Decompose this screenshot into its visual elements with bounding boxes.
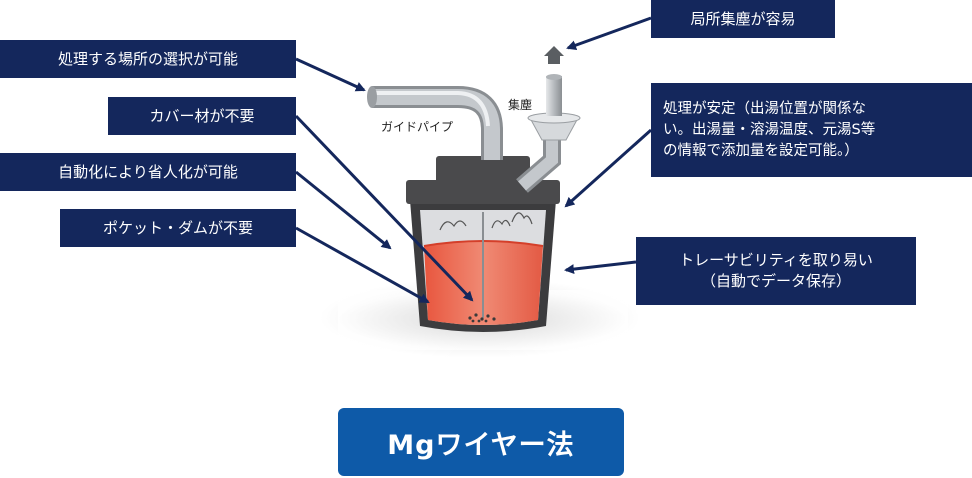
callout-text: 処理する場所の選択が可能 [57,49,238,68]
callout-text: ポケット・ダムが不要 [102,218,253,237]
callout-traceability: トレーサビリティを取り易い （自動でデータ保存） [636,237,916,305]
callout-dust: 局所集塵が容易 [651,0,835,38]
callout-text-line: （自動でデータ保存） [700,272,851,290]
dust-collector-label: 集塵 [508,97,532,112]
callout-no-pocket: ポケット・ダムが不要 [60,209,296,247]
callout-text: カバー材が不要 [149,106,255,125]
callout-text-line: トレーサビリティを取り易い [679,251,873,269]
fume-lines [439,212,533,231]
callout-text-line: い。出湯量・溶湯温度、元湯S等 [663,121,876,138]
guide-pipe-label: ガイドパイプ [381,120,453,134]
callout-text: 局所集塵が容易 [690,9,796,28]
guide-pipe [367,86,503,160]
callout-text-line: 処理が安定（出湯位置が関係な [663,100,866,117]
callout-stable: 処理が安定（出湯位置が関係な い。出湯量・溶湯温度、元湯S等 の情報で添加量を設… [651,83,972,177]
ladle-lid-top [436,156,530,184]
reaction-particles [468,313,496,323]
callout-automation: 自動化により省人化が可能 [0,153,296,191]
callout-text: 自動化により省人化が可能 [58,162,238,181]
ladle-lid [406,180,560,204]
callout-text-line: の情報で添加量を設定可能。） [663,142,859,159]
callout-pour-location: 処理する場所の選択が可能 [0,40,296,78]
callout-arrows [294,16,652,304]
method-title-button[interactable]: Mgワイヤー法 [338,408,624,476]
dust-collector [516,46,581,193]
callout-no-cover: カバー材が不要 [108,97,296,135]
